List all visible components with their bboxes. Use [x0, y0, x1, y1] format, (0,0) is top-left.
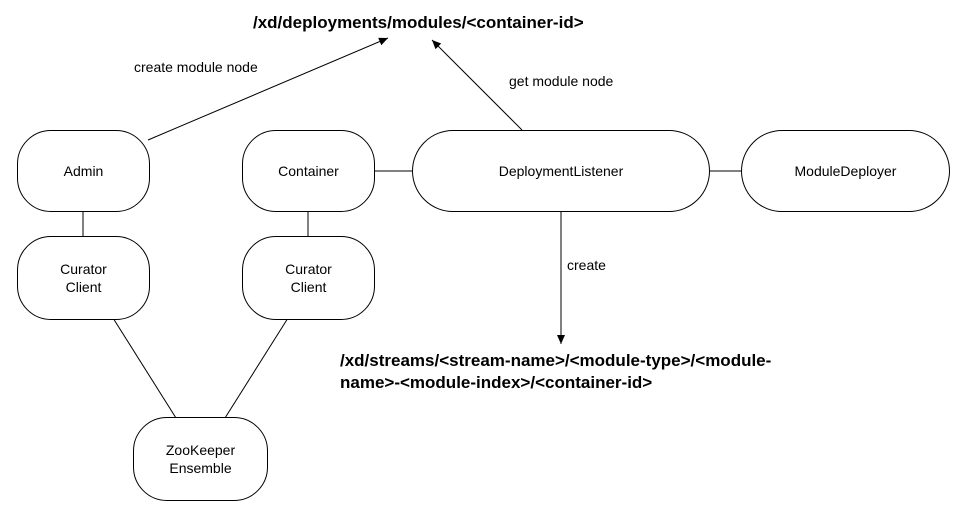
admin-label: Admin	[63, 163, 104, 179]
deployments-path: /xd/deployments/modules/<container-id>	[253, 13, 584, 32]
edge-curator-container-zookeeper	[224, 317, 289, 419]
deployment-listener-node: DeploymentListener	[412, 130, 710, 212]
curator-client-container-node: Curator Client	[242, 236, 375, 320]
curator-client-admin-label: Curator Client	[60, 261, 107, 295]
module-deployer-node: ModuleDeployer	[741, 130, 950, 212]
edge-admin-to-deployments	[147, 37, 389, 141]
edge-curator-admin-zookeeper	[112, 317, 177, 419]
deployment-listener-label: DeploymentListener	[498, 163, 624, 179]
edge-listener-to-deployments	[431, 39, 523, 131]
module-deployer-label: ModuleDeployer	[794, 163, 897, 179]
streams-path-line2: name>-<module-index>/<container-id>	[340, 373, 653, 392]
get-module-node-label: get module node	[509, 73, 614, 89]
streams-path-line1: /xd/streams/<stream-name>/<module-type>/…	[340, 351, 772, 370]
admin-node: Admin	[17, 130, 150, 212]
container-label: Container	[278, 163, 339, 179]
create-label: create	[567, 257, 606, 273]
curator-client-container-label: Curator Client	[285, 261, 332, 295]
curator-client-admin-node: Curator Client	[17, 236, 150, 320]
zookeeper-ensemble-label: ZooKeeper Ensemble	[165, 442, 236, 476]
zookeeper-ensemble-node: ZooKeeper Ensemble	[133, 417, 268, 501]
container-node: Container	[242, 130, 375, 212]
create-module-node-label: create module node	[134, 59, 258, 75]
